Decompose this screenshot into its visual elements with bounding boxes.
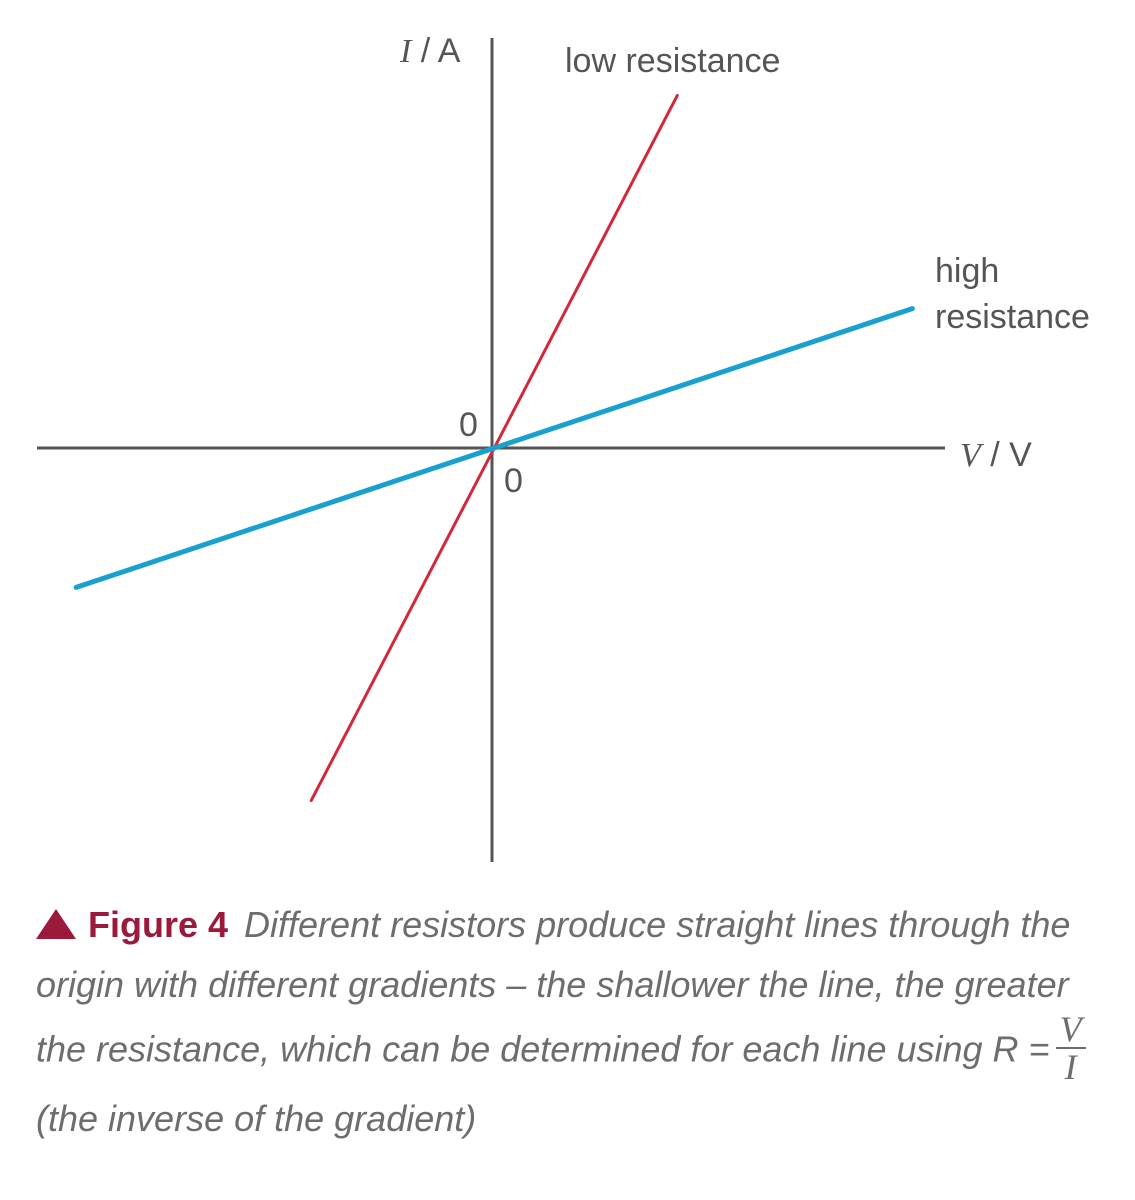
series-line-high-resistance [73,306,915,590]
series-label-high-resistance: high resistance [935,252,1090,336]
y-axis-label: I / A [399,32,461,70]
caption-text-end: (the inverse of the gradient) [36,1098,477,1139]
series-label-low-resistance: low resistance [565,42,780,80]
figure-label: Figure 4 [88,904,229,945]
iv-graph: I / A V / V 0 0 low resistance high resi… [37,32,1090,862]
x-axis-label: V / V [960,436,1032,474]
x-origin-label: 0 [504,462,523,500]
caption-text: Different resistors produce straight lin… [36,904,1071,1070]
triangle-marker-icon [36,909,76,939]
y-origin-label: 0 [459,406,478,444]
